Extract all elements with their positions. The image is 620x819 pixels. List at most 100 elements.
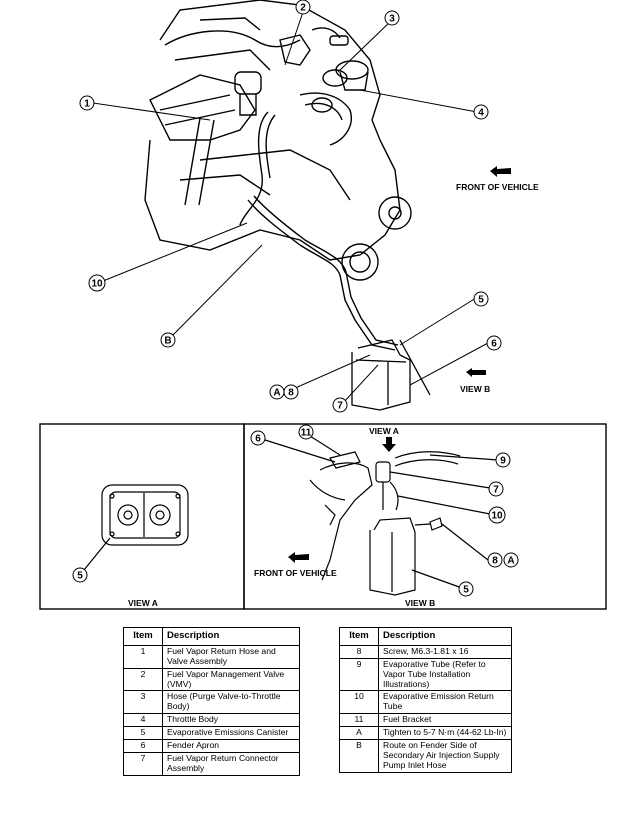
legend-item-description: Route on Fender Side of Secondary Air In… [378, 738, 512, 773]
legend-right-header: Item Description [339, 627, 512, 646]
front-of-vehicle-arrow-view-b [288, 552, 309, 563]
callout-8-top: 8 [283, 384, 299, 400]
view-b-callout-11: 11 [298, 424, 314, 440]
legend-item-number: 3 [123, 690, 163, 715]
legend-item-number: 5 [123, 726, 163, 740]
legend-col-description: Description [162, 627, 300, 646]
svg-text:3: 3 [389, 14, 395, 25]
view-a-callout-5: 5 [72, 567, 88, 583]
svg-text:5: 5 [478, 295, 484, 306]
legend-item-number: 11 [339, 713, 379, 728]
view-b-callout-10: 10 [488, 506, 506, 524]
svg-text:8: 8 [492, 556, 498, 567]
view-a-frame [39, 423, 245, 610]
legend-item-description: Fuel Vapor Management Valve (VMV) [162, 667, 300, 692]
view-b-label-top: VIEW B [460, 384, 490, 394]
front-of-vehicle-label-view-b: FRONT OF VEHICLE [254, 568, 337, 578]
svg-text:7: 7 [337, 401, 343, 412]
legend-left-header: Item Description [123, 627, 300, 646]
view-b-frame [243, 423, 607, 610]
legend-item-description: Throttle Body [162, 713, 300, 728]
legend-item-description: Fuel Vapor Return Hose and Valve Assembl… [162, 644, 300, 669]
svg-text:1: 1 [84, 99, 90, 110]
front-of-vehicle-arrow-top [490, 166, 511, 177]
view-b-callout-6: 6 [250, 430, 266, 446]
svg-text:4: 4 [478, 108, 484, 119]
svg-text:B: B [164, 336, 171, 347]
view-b-callout-7: 7 [488, 481, 504, 497]
legend-item-description: Fender Apron [162, 738, 300, 753]
legend-item-number: 4 [123, 713, 163, 728]
view-b-callout-8: 8 [487, 552, 503, 568]
view-b-callout-9: 9 [495, 452, 511, 468]
legend-col-item: Item [123, 627, 163, 646]
svg-text:A: A [273, 388, 280, 399]
callout-10: 10 [88, 274, 106, 292]
svg-text:11: 11 [301, 428, 312, 439]
view-b-down-arrow [382, 437, 396, 452]
legend-item-description: Fuel Bracket [378, 713, 512, 728]
legend-item-number: A [339, 726, 379, 740]
legend-item-number: B [339, 738, 379, 773]
callout-2: 2 [295, 0, 311, 15]
callout-6-top: 6 [486, 335, 502, 351]
svg-text:5: 5 [77, 571, 83, 582]
view-b-title: VIEW B [405, 598, 435, 608]
legend-item-number: 6 [123, 738, 163, 753]
callout-B: B [160, 332, 176, 348]
legend-item-number: 1 [123, 644, 163, 669]
svg-text:10: 10 [491, 511, 503, 522]
engine-illustration [144, 0, 412, 351]
svg-text:7: 7 [493, 485, 499, 496]
callout-3: 3 [384, 10, 400, 26]
view-a-canister-bottom [83, 484, 189, 571]
legend-item-description: Evaporative Emissions Canister [162, 726, 300, 740]
legend-item-description: Evaporative Tube (Refer to Vapor Tube In… [378, 657, 512, 692]
svg-text:5: 5 [463, 585, 469, 596]
svg-text:6: 6 [491, 339, 497, 350]
legend-item-description: Hose (Purge Valve-to-Throttle Body) [162, 690, 300, 715]
view-a-title: VIEW A [128, 598, 158, 608]
view-b-illustration [264, 435, 499, 596]
view-b-inner-view-a: VIEW A [369, 426, 399, 436]
callout-4: 4 [473, 104, 489, 120]
callouts-main [92, 11, 489, 404]
view-b-callout-5: 5 [458, 581, 474, 597]
callout-1: 1 [79, 95, 95, 111]
legend-item-number: 10 [339, 690, 379, 715]
legend-item-description: Fuel Vapor Return Connector Assembly [162, 751, 300, 776]
legend-item-number: 9 [339, 657, 379, 692]
legend-item-description: Tighten to 5-7 N·m (44-62 Lb-In) [378, 726, 512, 740]
svg-text:2: 2 [300, 3, 306, 14]
svg-text:10: 10 [91, 279, 103, 290]
legend-col-item: Item [339, 627, 379, 646]
svg-text:6: 6 [255, 434, 261, 445]
legend-item-number: 2 [123, 667, 163, 692]
svg-text:8: 8 [288, 388, 294, 399]
view-b-callout-A: A [503, 552, 519, 568]
legend-item-description: Screw, M6.3-1.81 x 16 [378, 644, 512, 659]
canister-top [351, 339, 431, 411]
callout-A-top: A [269, 384, 285, 400]
front-of-vehicle-label-top: FRONT OF VEHICLE [456, 182, 539, 192]
legend-item-description: Evaporative Emission Return Tube [378, 690, 512, 715]
callout-5-top: 5 [473, 291, 489, 307]
legend-col-description: Description [378, 627, 512, 646]
legend-item-number: 7 [123, 751, 163, 776]
svg-text:A: A [507, 556, 514, 567]
legend-item-number: 8 [339, 644, 379, 659]
